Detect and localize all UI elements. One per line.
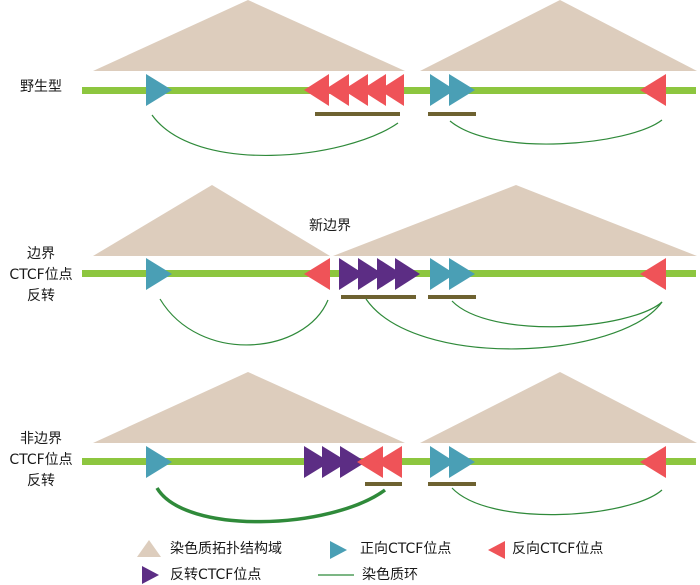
forward-ctcf-site (146, 258, 172, 290)
tad-triangle (93, 372, 405, 443)
legend-tad-symbol (137, 540, 161, 557)
inverted-ctcf-site (358, 258, 383, 290)
tad-triangle (420, 372, 697, 443)
boundary-bar (315, 112, 400, 116)
row-label-line: 反转 (27, 288, 55, 304)
reverse-ctcf-site (324, 74, 349, 106)
chromatin-loop (159, 298, 329, 346)
new-boundary-annotation: 新边界 (309, 218, 351, 234)
chromatin-loop (151, 114, 399, 156)
boundary-bar (428, 295, 476, 299)
forward-ctcf-site (449, 74, 475, 106)
legend-forward-ctcf-symbol (330, 541, 347, 559)
chromatin-loop-strong (155, 487, 387, 524)
chromatin-loop (449, 119, 663, 145)
inverted-ctcf-site (340, 446, 366, 478)
chromatin-loop (451, 487, 663, 516)
legend (137, 540, 505, 584)
reverse-ctcf-site (304, 258, 330, 290)
reverse-ctcf-site (343, 74, 368, 106)
boundary-bar (365, 482, 402, 486)
chromatin-loop (365, 298, 663, 350)
inverted-ctcf-site (395, 258, 420, 290)
inverted-ctcf-site (377, 258, 402, 290)
inverted-ctcf-site (304, 446, 330, 478)
row-label-wild-type: 野生型 (20, 79, 62, 95)
row-boundary-inversion (82, 185, 697, 350)
tad-triangle (93, 0, 405, 71)
forward-ctcf-site (430, 74, 455, 106)
reverse-ctcf-site (379, 74, 404, 106)
row-label-line: CTCF位点 (9, 452, 73, 468)
tad-triangle (333, 185, 697, 256)
row-label-line: 非边界 (20, 431, 62, 447)
inverted-ctcf-site (322, 446, 348, 478)
legend-inverted-ctcf-label: 反转CTCF位点 (170, 567, 262, 583)
tad-triangle (93, 185, 330, 256)
tad-triangle (420, 0, 697, 71)
forward-ctcf-site (430, 258, 455, 290)
boundary-bar (428, 482, 476, 486)
reverse-ctcf-site (304, 74, 329, 106)
chromatin-loop (451, 300, 663, 328)
forward-ctcf-site (449, 258, 475, 290)
reverse-ctcf-site (640, 446, 666, 478)
row-wild-type (82, 0, 697, 156)
row-label-line: 反转 (27, 473, 55, 489)
forward-ctcf-site (449, 446, 475, 478)
row-label-nonboundary-inversion: 非边界 CTCF位点 反转 (4, 429, 78, 492)
row-nonboundary-inversion (82, 372, 697, 524)
forward-ctcf-site (146, 446, 172, 478)
forward-ctcf-site (146, 74, 172, 106)
legend-tad-label: 染色质拓扑结构域 (170, 541, 282, 557)
legend-reverse-ctcf-symbol (488, 541, 505, 559)
row-label-line: 边界 (27, 246, 55, 262)
row-label-line: CTCF位点 (9, 267, 73, 283)
reverse-ctcf-site (640, 258, 666, 290)
reverse-ctcf-site (376, 446, 402, 478)
boundary-bar (341, 295, 416, 299)
forward-ctcf-site (430, 446, 455, 478)
reverse-ctcf-site (357, 446, 383, 478)
legend-forward-ctcf-label: 正向CTCF位点 (360, 541, 452, 557)
inverted-ctcf-site (339, 258, 364, 290)
legend-inverted-ctcf-symbol (142, 566, 159, 584)
legend-loop-label: 染色质环 (362, 567, 418, 583)
boundary-bar (428, 112, 476, 116)
reverse-ctcf-site (361, 74, 386, 106)
row-label-boundary-inversion: 边界 CTCF位点 反转 (4, 244, 78, 307)
reverse-ctcf-site (640, 74, 666, 106)
legend-reverse-ctcf-label: 反向CTCF位点 (512, 541, 604, 557)
